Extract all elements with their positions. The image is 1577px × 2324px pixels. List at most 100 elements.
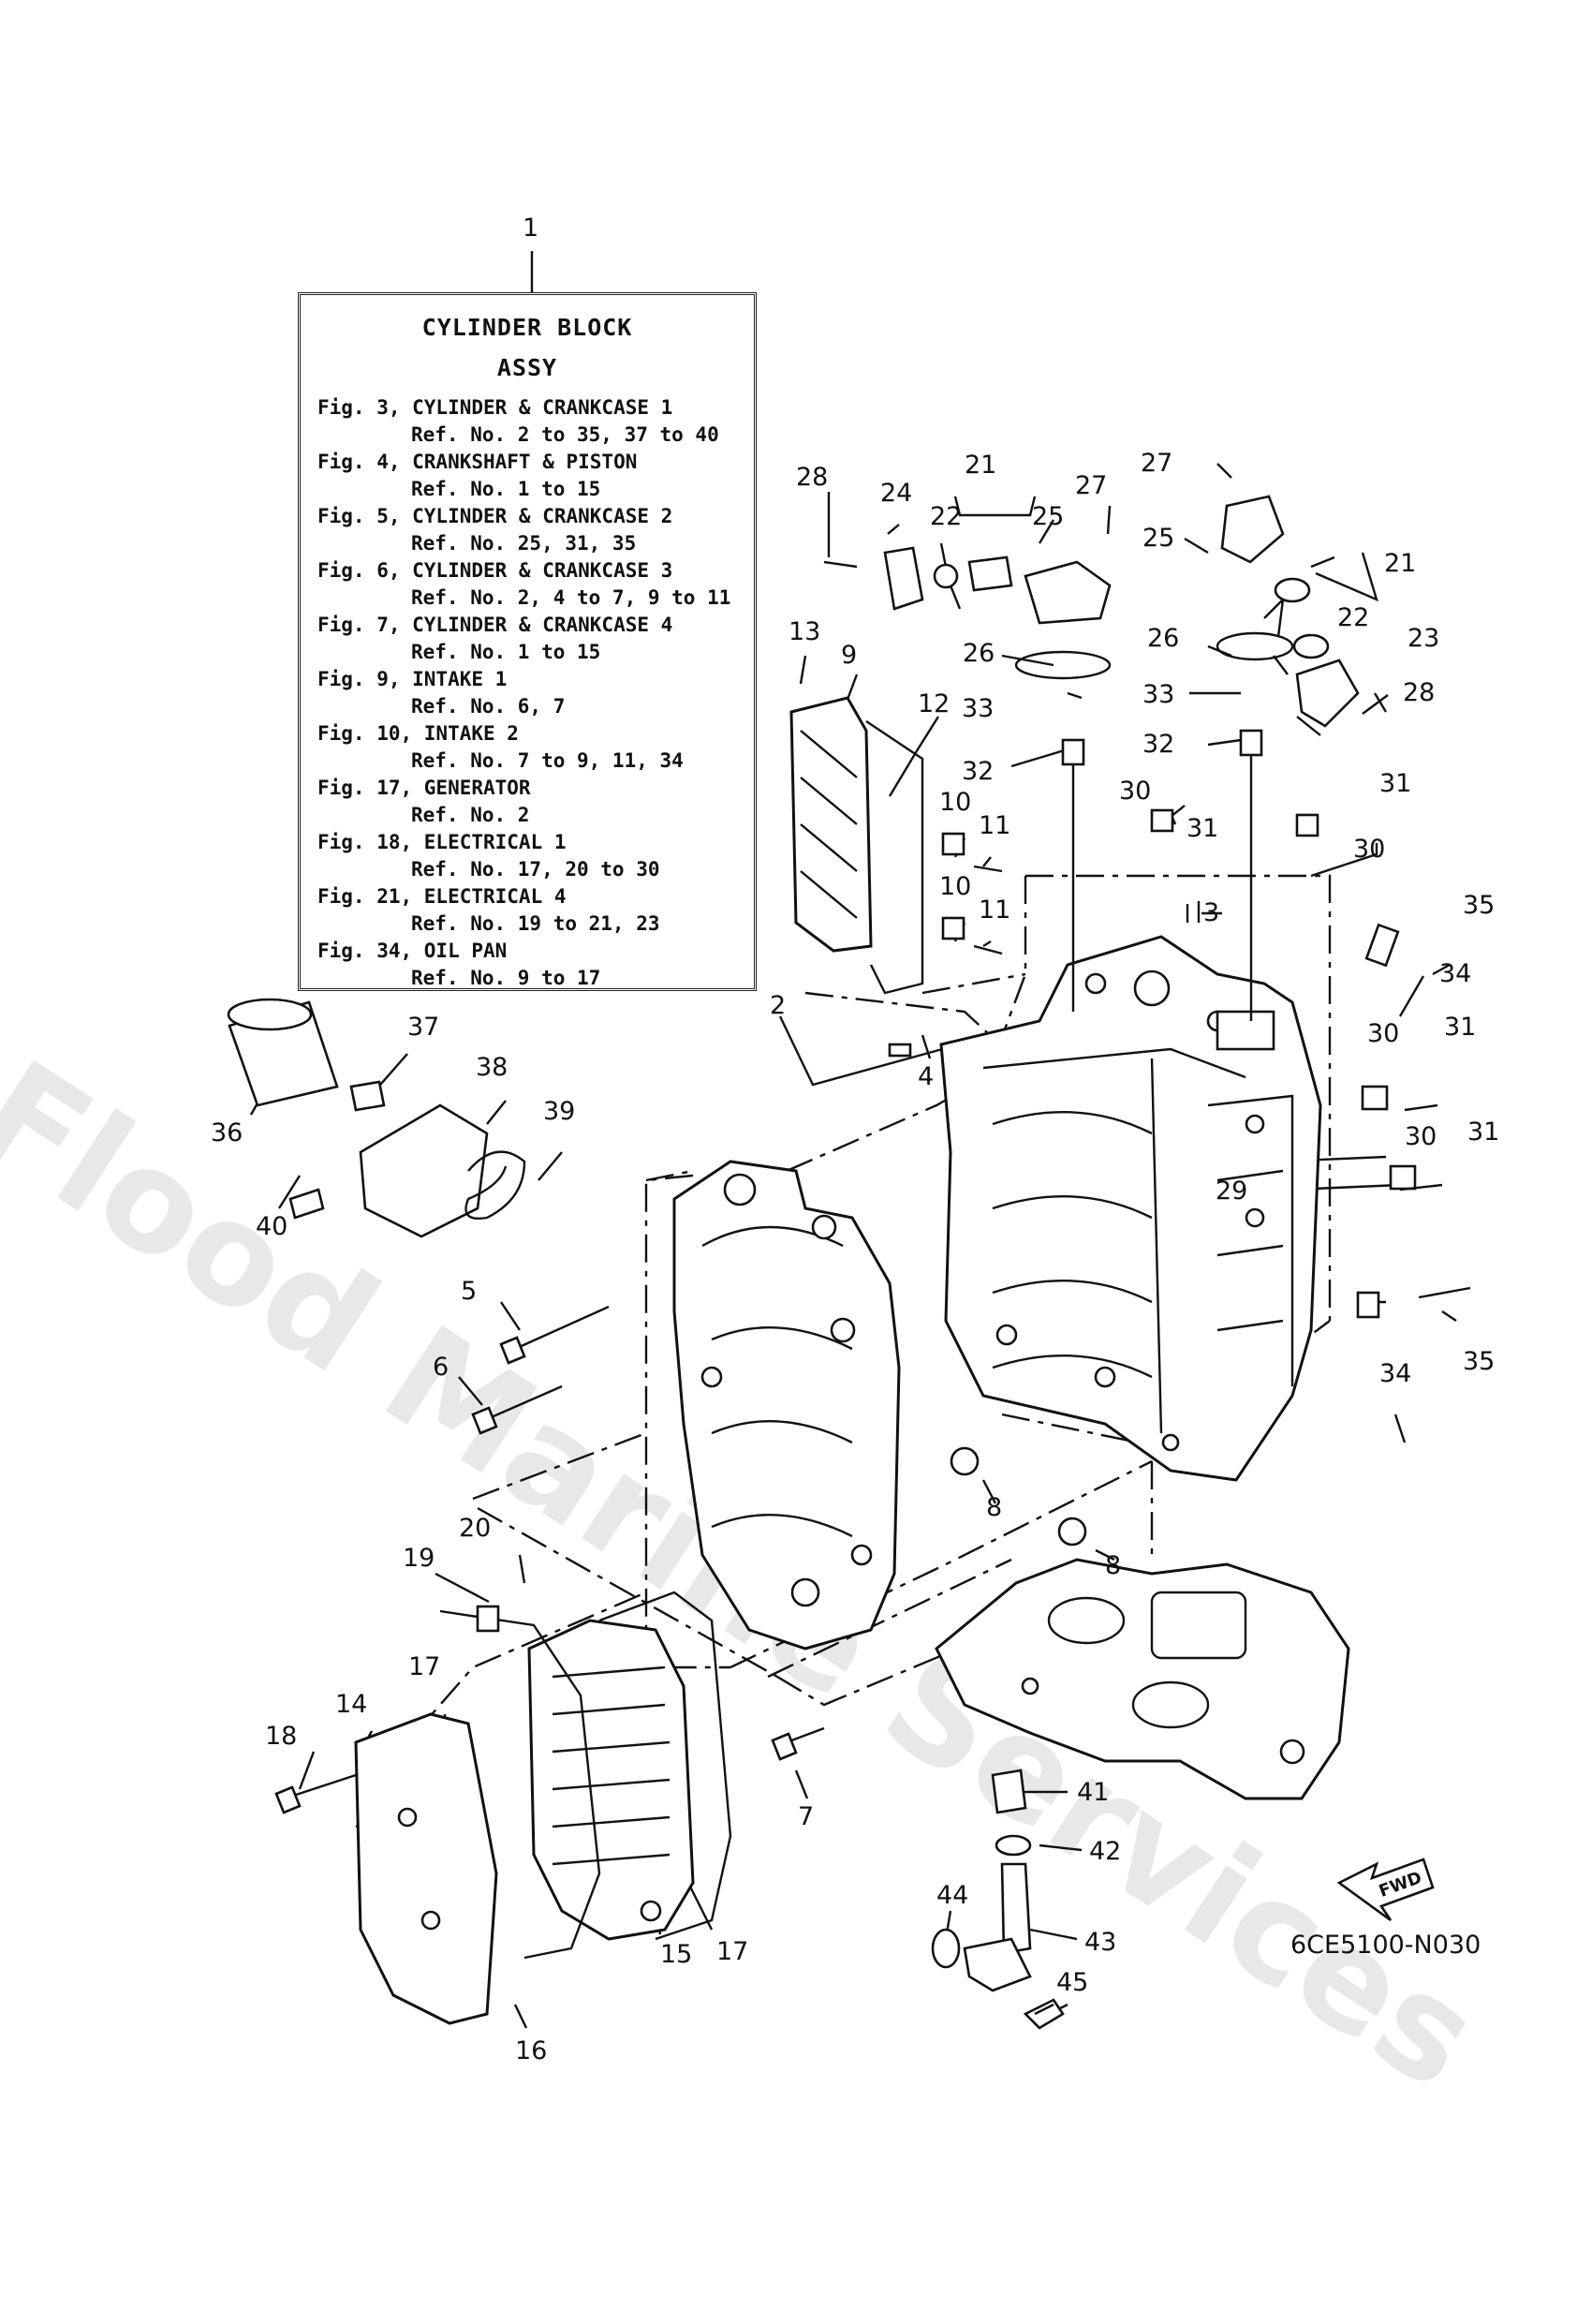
callout-40: 40 xyxy=(256,1212,287,1241)
callout-30a: 30 xyxy=(1119,777,1151,806)
callout-13: 13 xyxy=(788,617,820,646)
callout-35b: 35 xyxy=(1463,1347,1495,1376)
callout-7: 7 xyxy=(798,1802,814,1831)
legend-title-line2: ASSY xyxy=(496,354,558,381)
drawing-code: 6CE5100-N030 xyxy=(1290,1931,1481,1960)
callout-10b: 10 xyxy=(939,872,971,901)
legend-title-line1: CYLINDER BLOCK xyxy=(421,314,633,341)
callout-11a: 11 xyxy=(979,811,1010,840)
callout-29: 29 xyxy=(1216,1177,1247,1206)
side-cover-plate xyxy=(789,696,924,995)
callout-25b: 25 xyxy=(1142,524,1174,553)
callout-34b: 34 xyxy=(1379,1359,1411,1388)
callout-3: 3 xyxy=(1203,898,1219,927)
legend-fig: Fig. 17, GENERATOR xyxy=(317,777,531,799)
callout-17a: 17 xyxy=(408,1652,440,1681)
callout-37: 37 xyxy=(407,1013,439,1042)
callout-9: 9 xyxy=(841,641,857,670)
legend-ref: Ref. No. 7 to 9, 11, 34 xyxy=(411,749,684,772)
callout-30c: 30 xyxy=(1367,1019,1399,1048)
legend-fig: Fig. 10, INTAKE 2 xyxy=(317,722,519,745)
callout-27b: 27 xyxy=(1141,449,1172,478)
callout-25a: 25 xyxy=(1032,502,1064,531)
legend-fig: Fig. 6, CYLINDER & CRANKCASE 3 xyxy=(317,559,673,582)
callout-33a: 33 xyxy=(962,694,994,723)
callout-31d: 31 xyxy=(1467,1118,1499,1147)
callout-26b: 26 xyxy=(1147,624,1179,653)
legend-fig: Fig. 5, CYLINDER & CRANKCASE 2 xyxy=(317,505,673,527)
legend-ref: Ref. No. 1 to 15 xyxy=(411,641,601,663)
callout-41: 41 xyxy=(1077,1778,1109,1807)
legend-ref: Ref. No. 6, 7 xyxy=(411,695,566,718)
legend-fig: Fig. 4, CRANKSHAFT & PISTON xyxy=(317,451,638,473)
callout-45: 45 xyxy=(1056,1968,1088,1997)
oil-strainer-assembly xyxy=(931,1769,1065,2030)
crankcase xyxy=(672,1160,901,1650)
callout-8b: 8 xyxy=(1105,1551,1121,1580)
oil-filter-assembly xyxy=(227,998,526,1238)
callout-28a: 28 xyxy=(796,463,828,492)
callout-34a: 34 xyxy=(1439,959,1471,988)
callout-21b: 21 xyxy=(1384,549,1416,578)
callout-11b: 11 xyxy=(979,896,1010,925)
legend-ref: Ref. No. 9 to 17 xyxy=(411,967,601,989)
legend-fig: Fig. 9, INTAKE 1 xyxy=(317,668,508,690)
exhaust-cover-assembly xyxy=(354,1591,732,2025)
callout-20: 20 xyxy=(459,1514,491,1543)
legend-fig: Fig. 7, CYLINDER & CRANKCASE 4 xyxy=(317,614,673,636)
callout-21a: 21 xyxy=(965,451,996,480)
callout-39: 39 xyxy=(543,1097,575,1126)
callout-numbers: 1 2 3 4 5 6 7 8 8 9 10 10 11 11 12 13 14… xyxy=(211,214,1499,2065)
legend-ref: Ref. No. 19 to 21, 23 xyxy=(411,912,660,935)
callout-2: 2 xyxy=(770,991,786,1020)
callout-17b: 17 xyxy=(716,1937,748,1966)
callout-1: 1 xyxy=(523,214,538,243)
callout-27a: 27 xyxy=(1075,471,1107,500)
legend-ref: Ref. No. 17, 20 to 30 xyxy=(411,858,660,881)
small-parts xyxy=(476,808,1417,1633)
callout-28b: 28 xyxy=(1403,678,1435,707)
legend-ref: Ref. No. 1 to 15 xyxy=(411,478,601,500)
callout-36: 36 xyxy=(211,1118,243,1147)
callout-18: 18 xyxy=(265,1722,297,1751)
callout-43: 43 xyxy=(1084,1928,1116,1957)
callout-44: 44 xyxy=(936,1881,968,1910)
fwd-arrow-symbol: FWD xyxy=(1336,1858,1435,1922)
callout-24: 24 xyxy=(880,479,912,508)
reference-legend-box: CYLINDER BLOCK ASSY Fig. 3, CYLINDER & C… xyxy=(298,292,757,991)
cylinder-block xyxy=(939,935,1322,1482)
callout-31a: 31 xyxy=(1186,814,1218,843)
head-gasket xyxy=(935,1558,1350,1800)
callout-32b: 32 xyxy=(1142,730,1174,759)
legend-fig: Fig. 3, CYLINDER & CRANKCASE 1 xyxy=(317,396,673,419)
callout-6: 6 xyxy=(433,1353,449,1382)
callout-5: 5 xyxy=(461,1277,477,1306)
callout-31c: 31 xyxy=(1444,1013,1476,1042)
legend-fig: Fig. 34, OIL PAN xyxy=(317,940,508,962)
callout-42: 42 xyxy=(1089,1837,1121,1866)
callout-30b: 30 xyxy=(1353,835,1385,864)
callout-26a: 26 xyxy=(963,639,995,668)
callout-8a: 8 xyxy=(986,1493,1002,1522)
callout-31b: 31 xyxy=(1379,769,1411,798)
bolts xyxy=(274,560,1471,2016)
legend-fig: Fig. 18, ELECTRICAL 1 xyxy=(317,831,567,853)
callout-15: 15 xyxy=(660,1940,692,1969)
legend-ref: Ref. No. 25, 31, 35 xyxy=(411,532,637,555)
thermostat-housings xyxy=(883,495,1360,1021)
callout-10a: 10 xyxy=(939,788,971,817)
callout-22a: 22 xyxy=(930,502,962,531)
callout-22b: 22 xyxy=(1337,603,1369,632)
callout-30d: 30 xyxy=(1405,1122,1437,1151)
callout-16: 16 xyxy=(515,2036,547,2065)
callout-23: 23 xyxy=(1408,624,1439,653)
callout-14: 14 xyxy=(335,1690,367,1719)
callout-38: 38 xyxy=(476,1053,508,1082)
callout-35a: 35 xyxy=(1463,891,1495,920)
callout-4: 4 xyxy=(918,1062,934,1091)
legend-fig: Fig. 21, ELECTRICAL 4 xyxy=(317,885,567,908)
legend-ref: Ref. No. 2 xyxy=(411,804,530,826)
legend-ref: Ref. No. 2 to 35, 37 to 40 xyxy=(411,423,719,446)
